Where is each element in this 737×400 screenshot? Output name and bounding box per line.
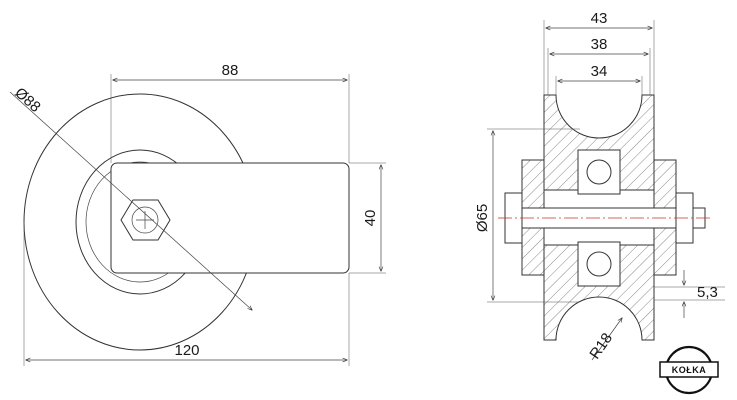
- radius-leader-line: [591, 318, 622, 361]
- bearing-lower: [577, 241, 621, 287]
- side-view: Ø88 88 40 120: [9, 62, 386, 366]
- bracket-plate: [110, 162, 350, 274]
- dim-offset: 5,3: [697, 284, 718, 301]
- logo-band: [659, 361, 719, 378]
- dim-outer-width: 43: [591, 10, 608, 27]
- bearing-upper: [577, 149, 621, 195]
- section-lower-body: [543, 244, 655, 341]
- diameter-leader-line: [9, 91, 252, 310]
- logo-text: KOŁKA: [672, 365, 707, 375]
- dim-inner-width: 34: [591, 63, 608, 80]
- dim-overall-width: 120: [174, 342, 199, 359]
- section-upper-body: [543, 94, 655, 191]
- dim-section-diameter: Ø65: [474, 204, 491, 232]
- dim-mid-width: 38: [591, 36, 608, 53]
- bearing-lower-ball: [586, 251, 612, 277]
- dim-wheel-diameter: Ø88: [11, 84, 43, 116]
- dim-bracket-height: 40: [362, 210, 379, 227]
- kolka-logo: KOŁKA: [659, 345, 719, 395]
- section-view: 43 38 34 Ø65 5,3 R18: [474, 10, 725, 362]
- axle-bolt-circle: [131, 206, 159, 234]
- dim-bracket-width: 88: [222, 62, 239, 79]
- bearing-upper-ball: [586, 159, 612, 185]
- dim-radius: R18: [586, 330, 616, 362]
